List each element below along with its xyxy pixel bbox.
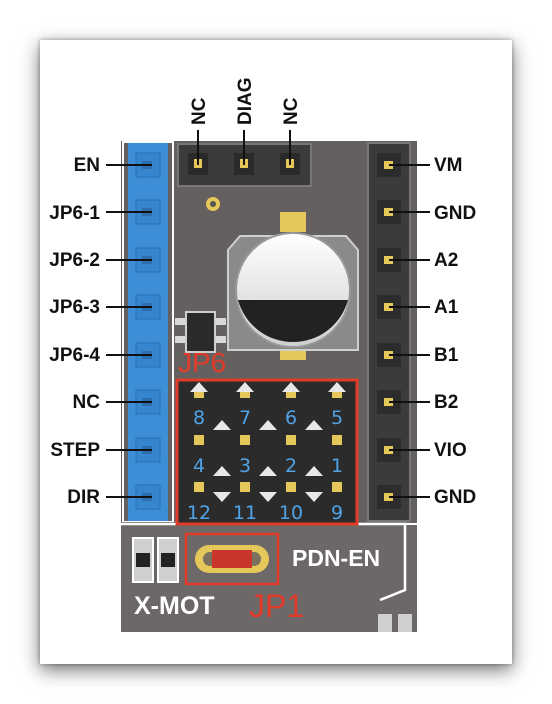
jp1-solder-jumper [184, 532, 280, 586]
left-label-en: EN [74, 155, 100, 176]
jp6-pin-numbers: 8 7 6 5 4 3 2 1 12 11 10 9 [187, 407, 343, 524]
jp6-pad [194, 482, 204, 492]
jp6-chip [175, 311, 226, 353]
jp6-label: JP6 [178, 347, 226, 378]
left-pin-labels: EN JP6-1 JP6-2 JP6-3 JP6-4 NC STEP DIR [49, 155, 100, 508]
right-pin-labels: VM GND A2 A1 B1 B2 VIO GND [434, 155, 476, 508]
jp6-marker [213, 420, 231, 430]
pad [378, 614, 392, 632]
jp6-pin-number: 11 [233, 502, 257, 524]
right-label-gnd-1: GND [434, 203, 476, 224]
jp6-pin-number: 6 [285, 407, 297, 429]
right-label-b2: B2 [434, 392, 458, 413]
jp6-pad [286, 388, 296, 398]
jp6-marker [282, 382, 300, 392]
jp6-pad [194, 435, 204, 445]
right-label-b1: B1 [434, 345, 459, 366]
right-label-a2: A2 [434, 250, 458, 271]
jp6-pad [332, 435, 342, 445]
resistors [132, 537, 179, 583]
left-label-jp6-1: JP6-1 [49, 203, 100, 224]
jp6-marker [236, 382, 254, 392]
left-label-step: STEP [50, 440, 100, 461]
jp6-pin-number: 3 [239, 455, 251, 477]
jp6-pad [332, 388, 342, 398]
jp6-pin-number: 12 [187, 502, 211, 524]
jp6-marker [259, 466, 277, 476]
jp6-pad [286, 482, 296, 492]
jp6-marker [328, 382, 346, 392]
jp6-pad [194, 388, 204, 398]
left-label-jp6-4: JP6-4 [49, 345, 100, 366]
jp6-pad [240, 435, 250, 445]
right-label-vm: VM [434, 155, 463, 176]
jp6-pad [332, 482, 342, 492]
jp6-marker [213, 466, 231, 476]
jp6-pad [240, 482, 250, 492]
jp6-pad [286, 435, 296, 445]
top-pin-labels: NC DIAG NC [189, 78, 302, 165]
jp6-marker [259, 420, 277, 430]
jp6-jumper-block [175, 378, 359, 526]
jp6-pin-number: 9 [331, 502, 343, 524]
top-label-diag: DIAG [235, 78, 256, 126]
jp1-label: JP1 [249, 588, 304, 624]
left-label-dir: DIR [67, 487, 100, 508]
right-header [367, 142, 411, 522]
pad [398, 614, 412, 632]
board-label: X-MOT [134, 592, 215, 620]
jp6-pin-number: 10 [279, 502, 303, 524]
jp6-marker [305, 466, 323, 476]
right-label-gnd-2: GND [434, 487, 476, 508]
right-label-a1: A1 [434, 297, 459, 318]
right-label-vio: VIO [434, 440, 467, 461]
left-label-jp6-3: JP6-3 [49, 297, 100, 318]
top-label-nc-1: NC [189, 97, 210, 125]
left-label-nc: NC [73, 392, 101, 413]
left-label-jp6-2: JP6-2 [49, 250, 100, 271]
jp6-pin-number: 4 [193, 455, 205, 477]
capacitor [227, 212, 359, 360]
pdn-en-label: PDN-EN [292, 545, 380, 571]
jp6-pin-number: 8 [193, 407, 205, 429]
jp6-pin-number: 1 [331, 455, 343, 477]
jp6-pin-number: 5 [331, 407, 343, 429]
jp6-pad [240, 388, 250, 398]
jp6-pin-number: 7 [239, 407, 251, 429]
top-label-nc-2: NC [281, 97, 302, 125]
jp6-marker [305, 420, 323, 430]
jp6-pin-number: 2 [285, 455, 297, 477]
jp6-marker [190, 382, 208, 392]
